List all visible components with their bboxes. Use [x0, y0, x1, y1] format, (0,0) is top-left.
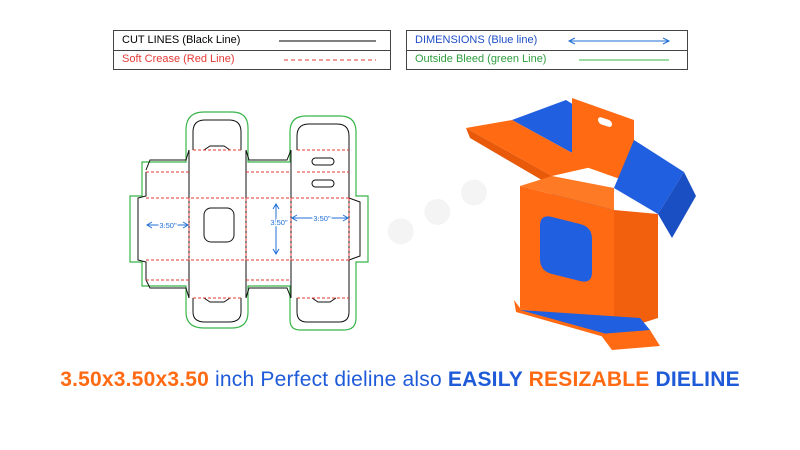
caption-easily: EASILY: [447, 368, 523, 391]
bleed-line-sample: [579, 59, 669, 61]
outside-bleed-label: Outside Bleed (green Line): [415, 53, 547, 65]
legend-box-right: DIMENSIONS (Blue line) Outside Bleed (gr…: [406, 30, 688, 70]
dimension-left-label: 3.50": [159, 221, 177, 230]
box-3d-illustration: [466, 98, 696, 350]
dimension-center-label: 3.50": [270, 218, 288, 227]
cut-lines-label: CUT LINES (Black Line): [122, 34, 241, 46]
legend-row-bleed: Outside Bleed (green Line): [407, 50, 687, 70]
dimensions-label: DIMENSIONS (Blue line): [415, 34, 538, 46]
legend-row-crease: Soft Crease (Red Line): [114, 50, 390, 70]
caption-dieline: DIELINE: [655, 368, 740, 391]
flat-dieline: 3.50" 3.50" 3.50": [129, 111, 369, 331]
soft-crease-label: Soft Crease (Red Line): [122, 53, 235, 65]
caption-size: 3.50x3.50x3.50: [60, 368, 209, 391]
legend-row-cut: CUT LINES (Black Line): [114, 31, 390, 51]
legend-row-dimensions: DIMENSIONS (Blue line): [407, 31, 687, 51]
caption-resizable: RESIZABLE: [528, 368, 650, 391]
box-window: [540, 216, 592, 282]
dimension-right-label: 3.50": [313, 214, 331, 223]
dimension-line-sample: [567, 37, 671, 45]
bleed-outline: [129, 111, 369, 331]
legend-box-left: CUT LINES (Black Line) Soft Crease (Red …: [113, 30, 391, 70]
cut-line-sample: [279, 40, 376, 42]
crease-line-sample: [284, 59, 376, 61]
caption: 3.50x3.50x3.50 inch Perfect dieline also…: [0, 368, 800, 392]
caption-rest: inch Perfect dieline also: [209, 368, 448, 391]
